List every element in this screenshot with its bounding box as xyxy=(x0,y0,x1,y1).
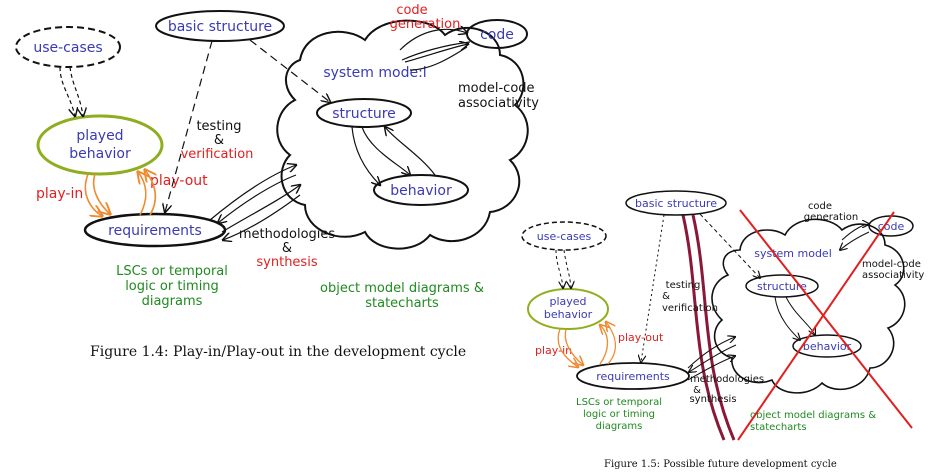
structure-node-2 xyxy=(745,274,819,298)
structure-label-2: structure xyxy=(757,280,807,293)
code-label-2: code xyxy=(878,220,905,233)
requirements-node-2 xyxy=(576,362,690,390)
methodologies-label-1: methodologies xyxy=(239,227,336,242)
structure-label: structure xyxy=(332,106,396,122)
lscs-label-3: diagrams xyxy=(142,294,203,309)
played-behavior-label-2b: behavior xyxy=(544,308,593,321)
figure-1-5: basic structure code code generation use… xyxy=(521,190,924,470)
basic-structure-label: basic structure xyxy=(168,19,272,35)
use-cases-label: use-cases xyxy=(33,40,102,56)
basic-structure-node xyxy=(155,10,285,42)
methodologies-label-2b: & xyxy=(693,385,701,396)
played-behavior-label-1: played xyxy=(76,128,123,144)
figure-1-4-arrows xyxy=(59,29,470,240)
model-code-label-2a: model-code xyxy=(862,259,921,270)
use-cases-node-2 xyxy=(521,221,607,251)
behavior-label-2: behavior xyxy=(803,340,852,353)
use-cases-node xyxy=(15,26,121,68)
figure-1-5-caption: Figure 1.5: Possible future development … xyxy=(604,459,837,470)
lscs-label-2: logic or timing xyxy=(125,279,219,294)
testing-label-2: & xyxy=(214,133,224,148)
synthesis-label: synthesis xyxy=(256,255,317,270)
methodologies-label-2a: methodologies xyxy=(690,374,764,385)
lscs-label-2c: diagrams xyxy=(596,421,643,432)
system-model-label: system mode:l xyxy=(323,65,426,81)
figure-1-4: use-cases basic structure code code gene… xyxy=(15,3,539,360)
barrier-line-2 xyxy=(691,214,736,441)
object-model-label-2: statecharts xyxy=(365,296,439,311)
testing-label-2a: testing xyxy=(666,280,701,291)
verification-label: verification xyxy=(181,147,254,162)
code-generation-label-2a: code xyxy=(808,201,832,212)
system-model-cloud xyxy=(276,19,529,250)
object-model-label-2b: statecharts xyxy=(750,422,807,433)
use-cases-label-2: use-cases xyxy=(537,230,592,243)
code-generation-label-1: code xyxy=(396,3,427,18)
structure-node xyxy=(316,98,412,128)
played-behavior-label-2a: played xyxy=(549,295,586,308)
basic-structure-node-2 xyxy=(625,190,727,216)
behavior-node xyxy=(373,174,469,206)
lscs-label-1: LSCs or temporal xyxy=(116,264,228,279)
methodologies-label-2: & xyxy=(282,241,292,256)
basic-structure-label-2: basic structure xyxy=(635,197,717,210)
model-code-label-2b: associativity xyxy=(862,270,924,281)
cross-out-mark xyxy=(737,209,913,441)
testing-label-2b: & xyxy=(662,291,670,302)
play-arrows-2 xyxy=(557,322,616,367)
system-model-label-2: system model xyxy=(754,247,832,260)
behavior-label: behavior xyxy=(390,183,452,199)
played-behavior-label-2: behavior xyxy=(69,146,131,162)
play-out-label-2: play-out xyxy=(618,331,664,344)
lscs-label-2b: logic or timing xyxy=(583,409,655,420)
played-behavior-node xyxy=(36,114,164,176)
verification-label-2: verification xyxy=(662,303,718,314)
requirements-label-2: requirements xyxy=(596,370,670,383)
model-code-label-1: model-code xyxy=(458,81,535,96)
figure-1-4-caption: Figure 1.4: Play-in/Play-out in the deve… xyxy=(90,344,466,360)
play-out-label: play-out xyxy=(150,173,208,189)
figure-1-5-arrows xyxy=(555,213,869,381)
requirements-label: requirements xyxy=(108,223,202,239)
object-model-label-1: object model diagrams & xyxy=(320,281,484,296)
synthesis-label-2: synthesis xyxy=(689,394,736,405)
model-code-label-2: associativity xyxy=(458,96,539,111)
system-model-cloud-2 xyxy=(711,218,906,394)
code-generation-label-2b: generation xyxy=(804,212,858,223)
barrier-line-1 xyxy=(681,214,726,441)
code-label: code xyxy=(480,27,514,43)
play-arrows xyxy=(84,170,155,216)
play-in-label: play-in xyxy=(36,186,83,202)
play-in-label-2: play-in xyxy=(535,344,572,357)
code-generation-label-2: generation xyxy=(390,17,461,32)
behavior-node-2 xyxy=(792,334,862,358)
object-model-label-2a: object model diagrams & xyxy=(750,410,876,421)
lscs-label-2a: LSCs or temporal xyxy=(576,397,662,408)
testing-label-1: testing xyxy=(196,119,241,134)
